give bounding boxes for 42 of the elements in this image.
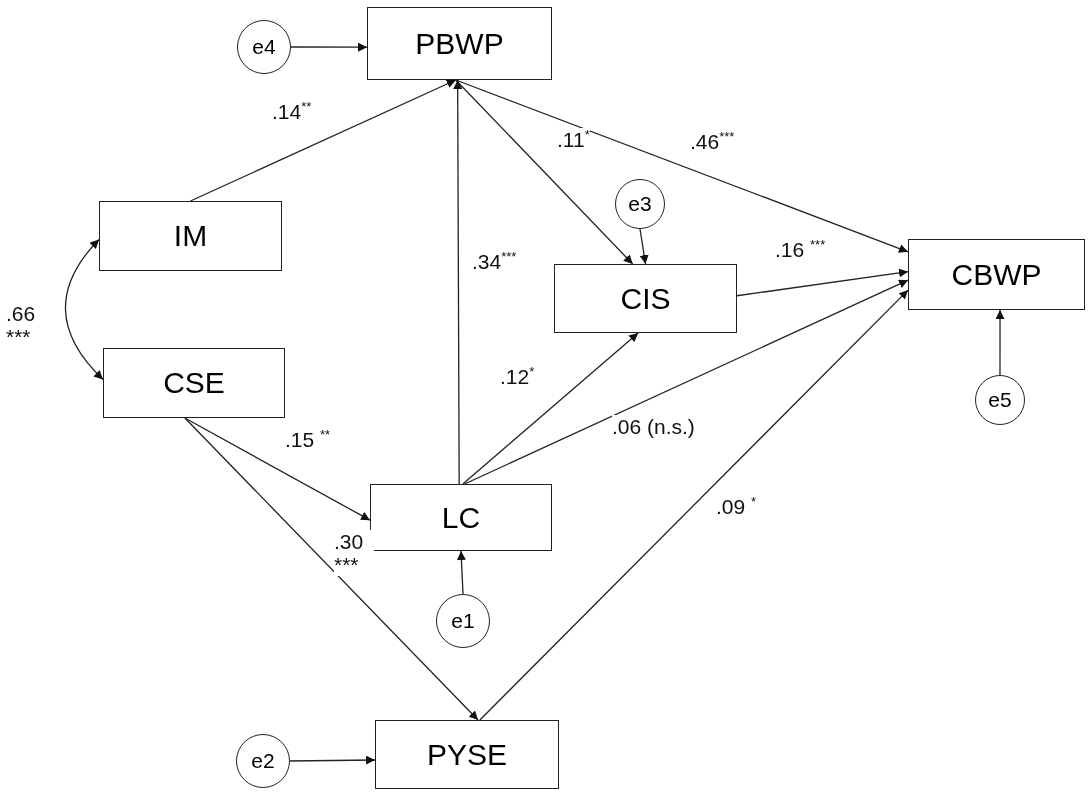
error-term-circle <box>615 179 665 229</box>
error-term-label: e5 <box>988 388 1012 412</box>
variable-label: CSE <box>163 366 225 400</box>
correlation-arrow <box>64 238 104 381</box>
error-term-label: e1 <box>451 609 475 633</box>
path-arrow <box>453 79 463 485</box>
variable-box <box>103 348 285 418</box>
variable-label: CIS <box>620 281 671 316</box>
path-arrow <box>479 289 909 721</box>
path-arrow <box>189 79 457 202</box>
path-arrow <box>455 79 909 253</box>
path-arrow <box>456 550 466 595</box>
path-arrow <box>184 417 371 521</box>
path-arrow <box>290 42 368 52</box>
edge-label: .06 (n.s.) <box>612 415 695 439</box>
variable-box <box>554 264 737 333</box>
variable-label: PBWP <box>415 26 504 61</box>
variable-label: LC <box>441 500 481 535</box>
error-term-circle <box>236 734 290 788</box>
variable-box <box>370 484 552 551</box>
error-term-circle <box>436 594 490 648</box>
error-term-circle <box>237 20 291 74</box>
error-term-label: e2 <box>251 749 275 773</box>
path-arrow <box>464 279 909 485</box>
path-arrow <box>736 268 909 297</box>
variable-box <box>99 201 282 271</box>
variable-label: PYSE <box>426 737 507 772</box>
path-arrow <box>639 228 649 265</box>
error-term-label: e4 <box>252 35 276 59</box>
variable-box <box>908 239 1085 310</box>
path-arrow <box>455 79 634 265</box>
error-term-circle <box>975 375 1025 425</box>
variable-box <box>375 720 559 789</box>
path-arrow <box>462 332 639 485</box>
path-arrow <box>184 417 479 721</box>
error-term-label: e3 <box>628 192 652 216</box>
variable-box <box>367 7 552 80</box>
variable-label: IM <box>173 219 208 253</box>
edge-label: .30 *** <box>334 530 374 577</box>
variable-label: CBWP <box>951 257 1042 292</box>
path-arrow <box>289 755 376 765</box>
path-arrow <box>995 309 1005 376</box>
